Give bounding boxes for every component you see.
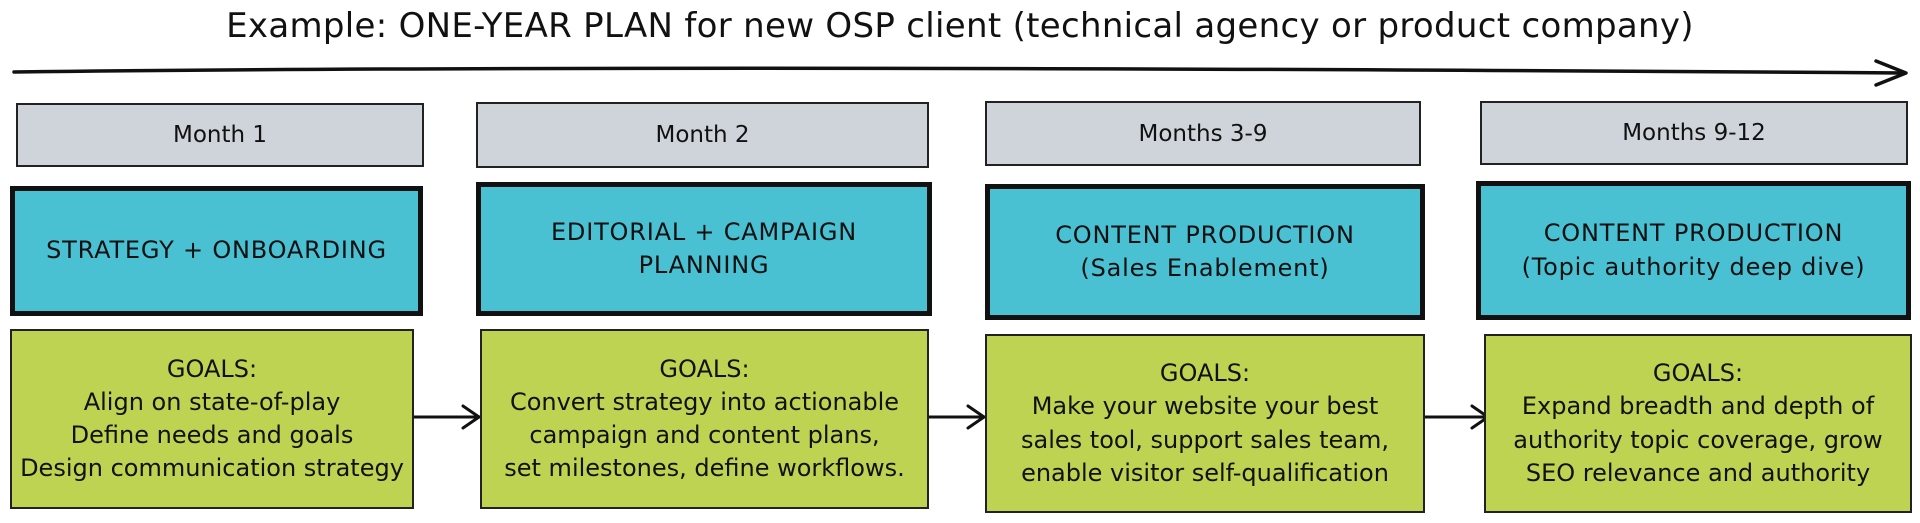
month-label-1: Month 1 <box>172 122 268 148</box>
flow-arrow-1 <box>412 404 481 430</box>
goals-box-4: GOALS: Expand breadth and depth of autho… <box>1484 334 1912 513</box>
phase-title-2: EDITORIAL + CAMPAIGN <box>550 217 858 246</box>
phase-box-4: CONTENT PRODUCTION (Topic authority deep… <box>1476 181 1911 320</box>
phase-box-3: CONTENT PRODUCTION (Sales Enablement) <box>985 184 1425 320</box>
goals-line-2-3: set milestones, define workflows. <box>504 454 905 483</box>
month-box-3: Months 3-9 <box>985 101 1421 166</box>
month-box-4: Months 9-12 <box>1480 101 1908 165</box>
goals-line-2-1: Convert strategy into actionable <box>509 387 900 416</box>
phase-title-1: STRATEGY + ONBOARDING <box>46 236 387 265</box>
goals-box-2: GOALS: Convert strategy into actionable … <box>480 329 929 509</box>
diagram-title: Example: ONE-YEAR PLAN for new OSP clien… <box>226 6 1694 46</box>
phase-subtitle-2: PLANNING <box>638 251 770 279</box>
phase-box-1: STRATEGY + ONBOARDING <box>10 186 423 316</box>
goals-line-1-3: Design communication strategy <box>20 454 404 483</box>
goals-box-3: GOALS: Make your website your best sales… <box>985 334 1425 513</box>
goals-line-1-1: Align on state-of-play <box>83 387 341 416</box>
goals-line-4-3: SEO relevance and authority <box>1525 458 1871 487</box>
flow-arrow-3 <box>1422 404 1490 430</box>
goals-line-3-3: enable visitor self-qualification <box>1021 458 1389 487</box>
goals-heading-4: GOALS: <box>1652 359 1744 388</box>
month-label-3: Months 3-9 <box>1138 120 1268 147</box>
goals-line-1-2: Define needs and goals <box>70 421 354 449</box>
flow-arrow-2 <box>927 404 986 430</box>
month-label-2: Month 2 <box>655 122 750 148</box>
goals-line-3-1: Make your website your best <box>1031 392 1379 421</box>
month-box-2: Month 2 <box>476 102 929 168</box>
goals-line-4-2: authority topic coverage, grow <box>1513 425 1883 454</box>
goals-heading-1: GOALS: <box>166 354 258 383</box>
month-box-1: Month 1 <box>16 103 424 167</box>
phase-subtitle-4: (Topic authority deep dive) <box>1521 252 1866 281</box>
goals-heading-2: GOALS: <box>659 354 750 383</box>
goals-line-3-2: sales tool, support sales team, <box>1021 425 1389 454</box>
goals-box-1: GOALS: Align on state-of-play Define nee… <box>10 329 414 509</box>
phase-subtitle-3: (Sales Enablement) <box>1080 254 1330 282</box>
goals-heading-3: GOALS: <box>1159 359 1251 388</box>
goals-line-4-1: Expand breadth and depth of <box>1521 392 1875 421</box>
phase-title-3: CONTENT PRODUCTION <box>1055 220 1355 249</box>
phase-title-4: CONTENT PRODUCTION <box>1543 219 1844 248</box>
goals-line-2-2: campaign and content plans, <box>529 421 880 449</box>
timeline-arrow <box>12 59 1908 87</box>
phase-box-2: EDITORIAL + CAMPAIGN PLANNING <box>476 182 932 316</box>
month-label-4: Months 9-12 <box>1622 120 1766 146</box>
